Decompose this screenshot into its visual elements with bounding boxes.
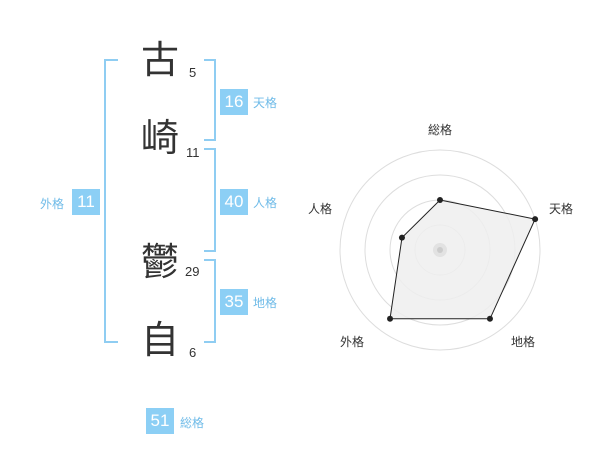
- jinkaku-badge: 40: [220, 189, 248, 215]
- radar-point: [437, 197, 443, 203]
- radar-points: [387, 197, 539, 322]
- radar-axis-label-tenkaku: 天格: [549, 201, 573, 216]
- gaikaku-badge: 11: [72, 189, 100, 215]
- radar-center: [433, 243, 447, 257]
- chikaku-label: 地格: [253, 296, 278, 310]
- soukaku-label: 総格: [180, 416, 205, 430]
- gaikaku-label: 外格: [40, 197, 65, 211]
- radar-ring: [339, 149, 541, 351]
- radar-point: [398, 234, 405, 241]
- radar-axis-label-jinkaku: 人格: [308, 201, 332, 216]
- radar-area: [389, 199, 536, 320]
- stroke-count-3: 29: [185, 264, 200, 279]
- name-char-4: 自: [140, 318, 179, 362]
- chikaku-badge: 35: [220, 289, 248, 315]
- radar-axis-label-soukaku: 総格: [428, 122, 452, 137]
- tenkaku-badge: 16: [220, 89, 248, 115]
- jinkaku-label: 人格: [253, 196, 278, 210]
- chikaku-bracket: [204, 259, 216, 343]
- name-char-3: 鬱: [140, 240, 179, 284]
- radar-axis-label-gaikaku: 外格: [340, 334, 364, 349]
- soukaku-badge: 51: [146, 408, 174, 434]
- radar-point: [387, 315, 394, 322]
- stroke-count-2: 11: [186, 145, 200, 160]
- jinkaku-bracket: [204, 148, 216, 252]
- radar-point: [532, 216, 539, 223]
- gaikaku-bracket: [104, 59, 118, 343]
- radar-point: [486, 315, 493, 322]
- radar-axis-label-chikaku: 地格: [511, 334, 535, 349]
- stroke-count-4: 6: [189, 345, 197, 360]
- radar-center-dot: [437, 247, 443, 253]
- tenkaku-label: 天格: [253, 96, 278, 110]
- tenkaku-bracket: [204, 59, 216, 141]
- stroke-count-1: 5: [189, 65, 197, 80]
- name-char-2: 崎: [140, 116, 179, 160]
- name-char-1: 古: [140, 38, 179, 82]
